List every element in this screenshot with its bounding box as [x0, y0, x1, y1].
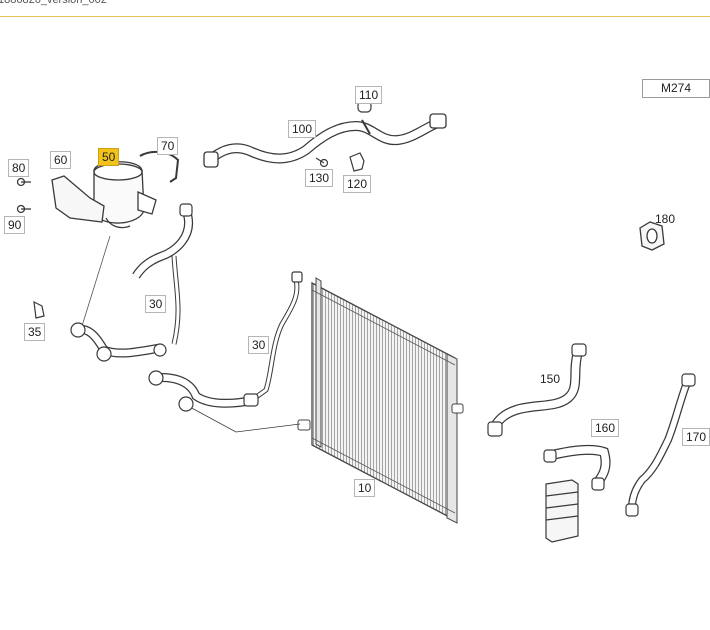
document-id: 1886826_version_002: [0, 0, 107, 6]
engine-code-badge: M274: [642, 79, 710, 98]
part-callout-130[interactable]: 130: [305, 169, 334, 187]
hose-lower-left-drawing: [33, 300, 301, 433]
part-callout-70[interactable]: 70: [157, 137, 179, 155]
part-callout-120[interactable]: 120: [343, 175, 372, 193]
part-callout-100[interactable]: 100: [288, 120, 317, 138]
part-callout-150[interactable]: 150: [540, 372, 561, 386]
part-callout-90[interactable]: 90: [4, 216, 26, 234]
hose-30-upper-drawing: [132, 203, 193, 345]
part-callout-30-middle[interactable]: 30: [248, 336, 270, 354]
hose-170-drawing: [625, 373, 696, 517]
hose-30-middle-drawing: [243, 271, 303, 407]
part-callout-30-left[interactable]: 30: [145, 295, 167, 313]
radiator-drawing: [297, 277, 464, 524]
part-callout-35[interactable]: 35: [24, 323, 46, 341]
top-bar: 1886826_version_002: [0, 0, 710, 17]
part-callout-170[interactable]: 170: [682, 428, 710, 446]
part-callout-60[interactable]: 60: [50, 151, 72, 169]
hose-160-drawing: [543, 444, 611, 491]
part-callout-180[interactable]: 180: [655, 212, 676, 226]
leader-line: [81, 235, 111, 327]
hose-100-drawing: [203, 113, 447, 168]
part-callout-80[interactable]: 80: [8, 159, 30, 177]
hose-150-drawing: [487, 343, 587, 437]
flange-180-drawing: [639, 221, 665, 251]
part-callout-160[interactable]: 160: [591, 419, 620, 437]
part-callout-50[interactable]: 50: [98, 148, 120, 166]
pump-assembly-drawing: [16, 150, 180, 229]
part-callout-110[interactable]: 110: [355, 86, 383, 104]
part-callout-10[interactable]: 10: [354, 479, 376, 497]
oil-cooler-drawing: [545, 479, 579, 543]
